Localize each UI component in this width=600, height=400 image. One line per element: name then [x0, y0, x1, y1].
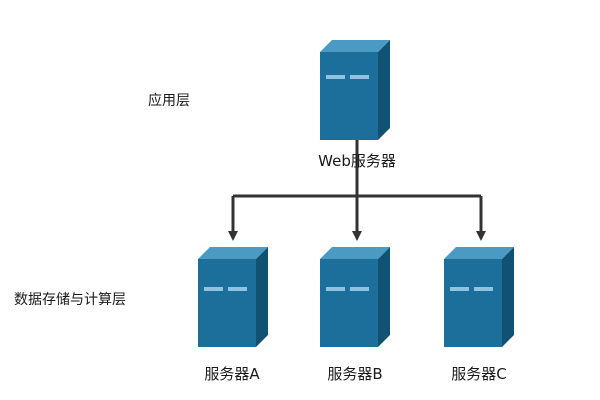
- server-label-web: Web服务器: [318, 152, 396, 170]
- server-icon-a: [198, 247, 268, 347]
- server-slot: [204, 287, 223, 291]
- server-slot: [228, 287, 247, 291]
- server-front-face: [320, 52, 378, 140]
- server-front-face: [444, 259, 502, 347]
- server-label-b: 服务器B: [327, 365, 383, 383]
- server-side-face: [502, 247, 514, 347]
- server-top-face: [320, 40, 390, 52]
- server-slot: [326, 287, 345, 291]
- server-top-face: [198, 247, 268, 259]
- server-slot: [350, 75, 369, 79]
- layer-label-application: 应用层: [148, 93, 190, 109]
- server-slot: [350, 287, 369, 291]
- server-side-face: [378, 247, 390, 347]
- server-front-face: [320, 259, 378, 347]
- server-slot: [474, 287, 493, 291]
- server-icon-b: [320, 247, 390, 347]
- server-label-c: 服务器C: [451, 365, 507, 383]
- server-icon-c: [444, 247, 514, 347]
- server-icon-web: [320, 40, 390, 140]
- server-top-face: [444, 247, 514, 259]
- server-label-a: 服务器A: [204, 365, 260, 383]
- server-top-face: [320, 247, 390, 259]
- server-front-face: [198, 259, 256, 347]
- connector-group: [228, 140, 486, 241]
- server-slot: [450, 287, 469, 291]
- server-slot: [326, 75, 345, 79]
- layer-label-storage-compute: 数据存储与计算层: [14, 292, 126, 308]
- server-side-face: [378, 40, 390, 140]
- server-side-face: [256, 247, 268, 347]
